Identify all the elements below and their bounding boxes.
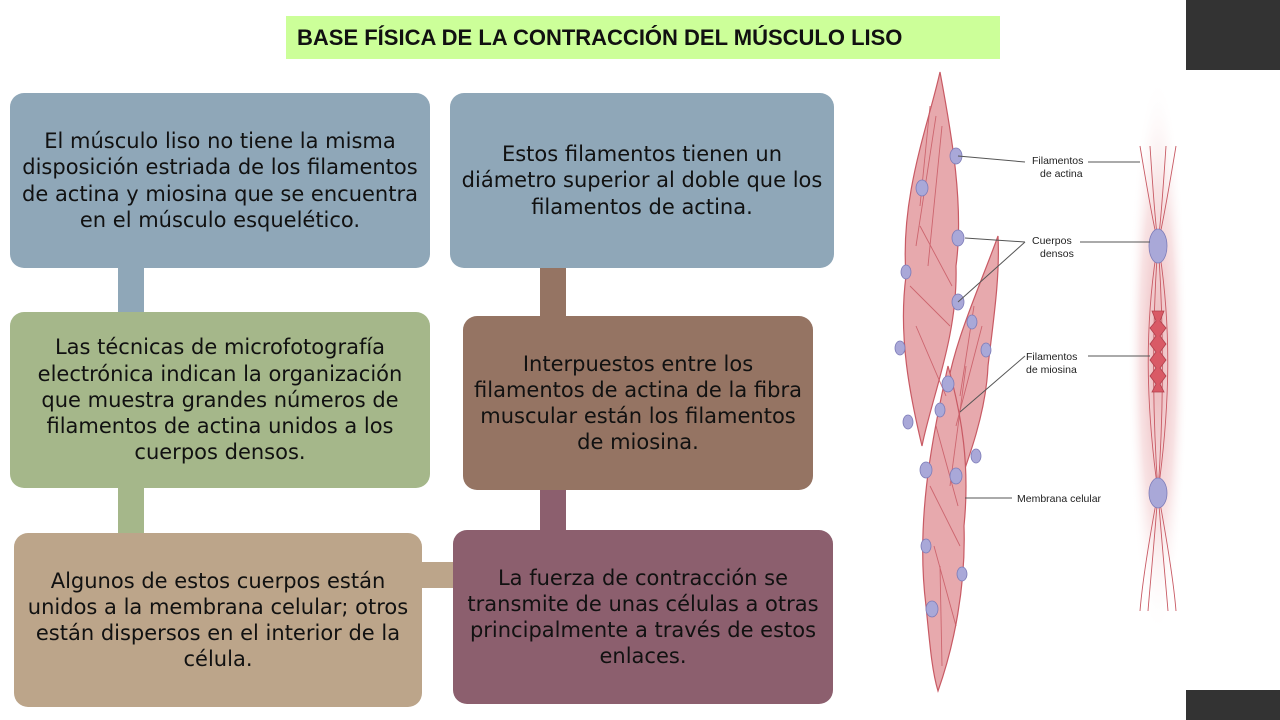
label-dense-2: densos — [1040, 248, 1074, 260]
connector-left-1-2 — [118, 262, 144, 318]
label-actin-2: de actina — [1040, 168, 1083, 180]
connector-right-2-3 — [540, 485, 566, 535]
flow-box-right-3: La fuerza de contracción se transmite de… — [453, 530, 833, 704]
flow-box-text: Interpuestos entre los filamentos de act… — [474, 351, 802, 455]
dense-body-large — [1148, 228, 1168, 264]
flow-box-text: El músculo liso no tiene la misma dispos… — [22, 129, 418, 232]
flow-box-left-1: El músculo liso no tiene la misma dispos… — [10, 93, 430, 268]
dense-body-large — [1148, 477, 1168, 509]
flow-box-right-2: Interpuestos entre los filamentos de act… — [463, 316, 813, 490]
flow-box-text: Estos filamentos tienen un diámetro supe… — [461, 142, 823, 219]
label-myosin-2: de miosina — [1026, 364, 1077, 376]
smooth-muscle-figure: Filamentos de actina Cuerpos densos Fila… — [894, 71, 1186, 693]
connector-left3-right3 — [417, 562, 457, 588]
flow-box-text: Las técnicas de microfotografía electrón… — [37, 335, 403, 465]
flow-box-text: La fuerza de contracción se transmite de… — [467, 565, 819, 669]
connector-left-2-3 — [118, 482, 144, 538]
title-banner: BASE FÍSICA DE LA CONTRACCIÓN DEL MÚSCUL… — [286, 16, 1000, 59]
label-actin-1: Filamentos — [1032, 155, 1083, 167]
flow-box-text: Algunos de estos cuerpos están unidos a … — [27, 568, 409, 672]
label-dense-1: Cuerpos — [1032, 235, 1072, 247]
label-membrane: Membrana celular — [1017, 493, 1102, 505]
side-bar-top — [1186, 0, 1280, 70]
side-bar-bottom — [1186, 690, 1280, 720]
flow-box-left-2: Las técnicas de microfotografía electrón… — [10, 312, 430, 488]
label-myosin-1: Filamentos — [1026, 351, 1077, 363]
flow-box-left-3: Algunos de estos cuerpos están unidos a … — [14, 533, 422, 707]
myosin-filament — [1149, 310, 1167, 393]
connector-right-1-2 — [540, 262, 566, 322]
cell-upper — [902, 71, 960, 447]
flow-box-right-1: Estos filamentos tienen un diámetro supe… — [450, 93, 834, 268]
page-title: BASE FÍSICA DE LA CONTRACCIÓN DEL MÚSCUL… — [297, 24, 903, 50]
